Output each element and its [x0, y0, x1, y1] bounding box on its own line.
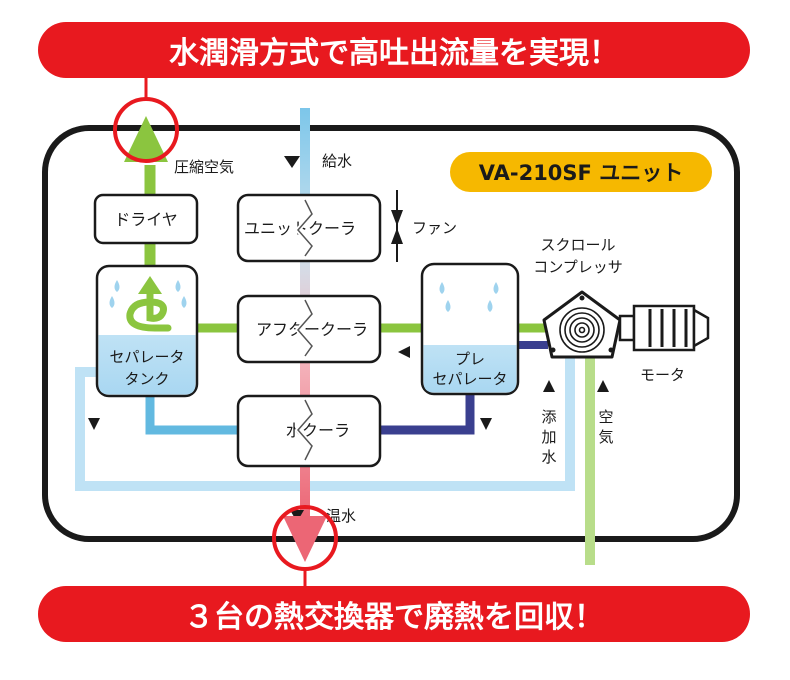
unit-outline — [42, 125, 740, 542]
motor — [618, 304, 710, 352]
arrow-down-icon — [480, 418, 492, 430]
water-pipe-tank-to-cooler — [145, 395, 242, 435]
compressor-label-1: スクロール — [540, 236, 615, 254]
unit-badge: VA-210SF ユニット — [450, 152, 712, 192]
pre-separator: プレ セパレータ — [420, 262, 520, 396]
hot-water-outlet-callout — [272, 505, 338, 571]
arrow-down-icon — [284, 156, 300, 168]
arrow-up-icon — [597, 380, 609, 392]
added-water-label-2: 加 — [541, 428, 556, 446]
fan-label: ファン — [412, 219, 457, 237]
droplet-icon — [175, 280, 181, 292]
scroll-compressor — [542, 290, 622, 359]
fan-icon — [391, 190, 403, 262]
after-cooler-label: アフタークーラ — [256, 320, 368, 339]
droplet-icon — [114, 280, 120, 292]
bottom-banner-text: ３台の熱交換器で廃熱を回収！ — [184, 600, 604, 635]
added-water-label-1: 添 — [541, 408, 556, 426]
air-label-2: 気 — [598, 428, 613, 446]
pre-separator-label-2: セパレータ — [432, 370, 507, 388]
top-banner: 水潤滑方式で高吐出流量を実現！ — [38, 22, 750, 78]
after-cooler: アフタークーラ — [236, 294, 382, 364]
scroll-icon — [559, 307, 605, 353]
motor-label: モータ — [640, 366, 685, 384]
compressor-label-2: コンプレッサ — [533, 258, 623, 276]
water-pipe-cooler-to-preseparator — [380, 392, 475, 435]
bottom-banner: ３台の熱交換器で廃熱を回収！ — [38, 586, 750, 642]
compressed-air-label: 圧縮空気 — [174, 158, 234, 176]
motor-fins — [648, 309, 688, 347]
dryer-label: ドライヤ — [114, 210, 178, 229]
hot-water-label: 温水 — [326, 507, 356, 525]
air-swirl-icon — [126, 276, 172, 332]
water-supply-label: 給水 — [322, 152, 352, 170]
separator-tank: セパレータ タンク — [95, 264, 199, 398]
separator-tank-label-1: セパレータ — [109, 348, 184, 366]
arrow-up-icon — [543, 380, 555, 392]
droplet-icon — [487, 300, 493, 312]
added-water-label-3: 水 — [541, 448, 556, 466]
droplet-icon — [493, 282, 499, 294]
air-label-1: 空 — [598, 408, 613, 426]
arrow-left-icon — [398, 346, 410, 358]
droplet-icon — [445, 300, 451, 312]
dryer: ドライヤ — [93, 193, 199, 245]
unit-badge-text: VA-210SF ユニット — [479, 161, 683, 185]
arrow-down-icon — [88, 418, 100, 430]
separator-tank-label-2: タンク — [124, 370, 169, 388]
droplet-icon — [109, 296, 115, 308]
droplet-icon — [439, 282, 445, 294]
pre-separator-label-1: プレ — [455, 350, 485, 368]
droplet-icon — [181, 296, 187, 308]
top-banner-text: 水潤滑方式で高吐出流量を実現！ — [169, 36, 619, 71]
heat-exchange-zigzag-outline — [297, 199, 313, 461]
compressed-air-outlet-callout — [113, 97, 179, 163]
